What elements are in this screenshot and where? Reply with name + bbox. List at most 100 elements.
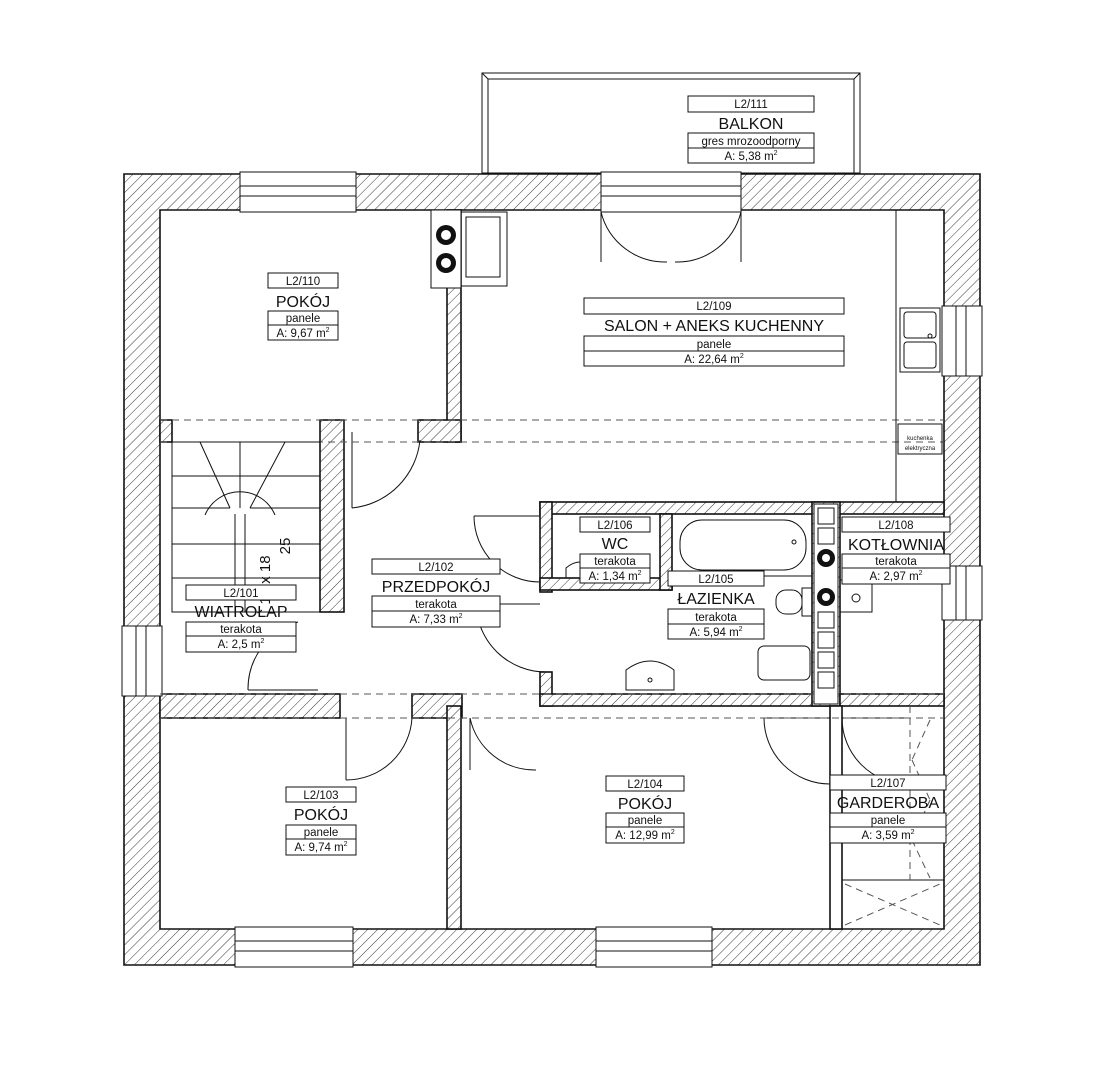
- room-area-unit-r109: 2: [740, 353, 744, 360]
- room-finish-r109: panele: [697, 339, 732, 351]
- label-r108: L2/108 KOTŁOWNIA terakota A: 2,97 m2: [841, 516, 951, 585]
- label-r110: L2/110 POKÓJ panele A: 9,67 m2: [267, 272, 339, 341]
- room-name-r101: WIATROŁAP: [194, 604, 287, 621]
- windows: [121, 171, 983, 968]
- kitchen-sink-icon: [899, 307, 941, 373]
- room-area-r107: A: 3,59 m: [861, 830, 910, 842]
- label-r106: L2/106 WC terakota A: 1,34 m2: [579, 516, 651, 584]
- room-finish-r108: terakota: [875, 556, 917, 568]
- label-r107: L2/107 GARDEROBA panele A: 3,59 m2: [829, 774, 947, 844]
- cooktop-label-1: kuchenka: [907, 436, 933, 442]
- svg-text:A: 7,33 m2: A: 7,33 m2: [409, 613, 462, 626]
- room-area-r102: A: 7,33 m: [409, 614, 458, 626]
- window-balcony-door: [600, 171, 742, 213]
- room-name-r104: POKÓJ: [618, 794, 672, 813]
- toilet-icon: [775, 587, 813, 617]
- room-area-r110: A: 9,67 m: [276, 328, 325, 340]
- svg-text:A: 2,97 m2: A: 2,97 m2: [869, 570, 922, 583]
- room-id-r110: L2/110: [286, 276, 320, 288]
- room-area-r104: A: 12,99 m: [615, 830, 671, 842]
- room-id-r109: L2/109: [696, 301, 731, 313]
- svg-text:A: 9,74 m2: A: 9,74 m2: [294, 841, 347, 854]
- room-id-r103: L2/103: [303, 790, 338, 802]
- room-id-r108: L2/108: [878, 520, 913, 532]
- room-id-r107: L2/107: [870, 778, 905, 790]
- svg-text:A: 1,34 m2: A: 1,34 m2: [588, 570, 641, 583]
- room-id-r111: L2/111: [734, 99, 767, 111]
- room-area-unit-r111: 2: [774, 150, 778, 157]
- svg-text:A: 2,5 m2: A: 2,5 m2: [218, 638, 265, 651]
- room-name-r106: WC: [602, 536, 629, 553]
- window-right-kitchen: [941, 305, 983, 377]
- room-name-r107: GARDEROBA: [837, 795, 940, 812]
- room-area-unit-r106: 2: [638, 570, 642, 577]
- bathtub-icon: [671, 513, 813, 577]
- svg-text:A: 3,59 m2: A: 3,59 m2: [861, 829, 914, 842]
- label-r109: L2/109 SALON + ANEKS KUCHENNY panele A: …: [583, 297, 845, 367]
- room-name-r105: ŁAZIENKA: [677, 591, 755, 608]
- room-id-r105: L2/105: [698, 574, 733, 586]
- room-area-r105: A: 5,94 m: [689, 627, 738, 639]
- room-finish-r107: panele: [871, 815, 906, 827]
- room-area-r111: A: 5,38 m: [724, 151, 773, 163]
- room-name-r108: KOTŁOWNIA: [848, 537, 944, 554]
- room-area-unit-r108: 2: [919, 570, 923, 577]
- svg-text:A: 12,99 m2: A: 12,99 m2: [615, 829, 675, 842]
- svg-text:A: 22,64 m2: A: 22,64 m2: [684, 353, 744, 366]
- window-right-boiler: [941, 565, 983, 621]
- room-name-r109: SALON + ANEKS KUCHENNY: [604, 318, 824, 335]
- room-area-unit-r107: 2: [911, 829, 915, 836]
- room-finish-r101: terakota: [220, 624, 262, 636]
- room-finish-r106: terakota: [594, 556, 636, 568]
- label-r103: L2/103 POKÓJ panele A: 9,74 m2: [285, 786, 357, 856]
- bathroom-fixtures: [565, 513, 813, 691]
- room-area-unit-r102: 2: [459, 613, 463, 620]
- room-finish-r103: panele: [304, 827, 339, 839]
- room-id-r101: L2/101: [223, 588, 258, 600]
- window-left-entry: [121, 625, 163, 697]
- window-bottom-middle: [595, 926, 713, 968]
- room-id-r104: L2/104: [627, 779, 663, 791]
- stair-tread-label: 25: [277, 538, 294, 555]
- room-area-r109: A: 22,64 m: [684, 354, 740, 366]
- washing-machine-icon: [757, 645, 811, 681]
- room-finish-r111: gres mrozoodporny: [701, 136, 800, 148]
- washbasin-icon: [625, 660, 675, 691]
- room-name-r103: POKÓJ: [294, 805, 348, 824]
- svg-text:A: 5,94 m2: A: 5,94 m2: [689, 626, 742, 639]
- label-r105: L2/105 ŁAZIENKA terakota A: 5,94 m2: [667, 570, 765, 640]
- window-bottom-left: [234, 926, 354, 968]
- label-r104: L2/104 POKÓJ panele A: 12,99 m2: [605, 775, 685, 844]
- room-area-r101: A: 2,5 m: [218, 639, 261, 651]
- svg-text:A: 9,67 m2: A: 9,67 m2: [276, 327, 329, 340]
- room-area-unit-r103: 2: [344, 841, 348, 848]
- room-area-unit-r104: 2: [671, 829, 675, 836]
- doors: [247, 211, 909, 785]
- vent-column: [813, 503, 873, 705]
- room-name-r102: PRZEDPOKÓJ: [382, 577, 490, 596]
- room-area-r108: A: 2,97 m: [869, 571, 918, 583]
- kitchen-fixtures: kuchenka elektryczna: [895, 210, 943, 502]
- label-r101: L2/101 WIATROŁAP terakota A: 2,5 m2: [185, 584, 297, 653]
- cooktop-icon: kuchenka elektryczna: [897, 423, 943, 455]
- room-id-r106: L2/106: [597, 520, 632, 532]
- room-finish-r102: terakota: [415, 599, 457, 611]
- room-finish-r110: panele: [286, 313, 321, 325]
- room-id-r102: L2/102: [418, 562, 453, 574]
- label-r111: L2/111 BALKON gres mrozoodporny A: 5,38 …: [687, 95, 815, 164]
- cooktop-label-2: elektryczna: [905, 446, 936, 452]
- beam-lines: [160, 419, 944, 719]
- room-area-unit-r110: 2: [326, 327, 330, 334]
- room-finish-r105: terakota: [695, 612, 737, 624]
- room-area-unit-r105: 2: [739, 626, 743, 633]
- chimney-top: [430, 209, 508, 289]
- room-name-r110: POKÓJ: [276, 292, 330, 311]
- window-top-left: [239, 171, 357, 213]
- room-finish-r104: panele: [628, 815, 663, 827]
- room-area-unit-r101: 2: [260, 638, 264, 645]
- room-area-r103: A: 9,74 m: [294, 842, 343, 854]
- room-name-r111: BALKON: [719, 116, 784, 133]
- room-area-r106: A: 1,34 m: [588, 571, 637, 583]
- label-r102: L2/102 PRZEDPOKÓJ terakota A: 7,33 m2: [371, 558, 501, 628]
